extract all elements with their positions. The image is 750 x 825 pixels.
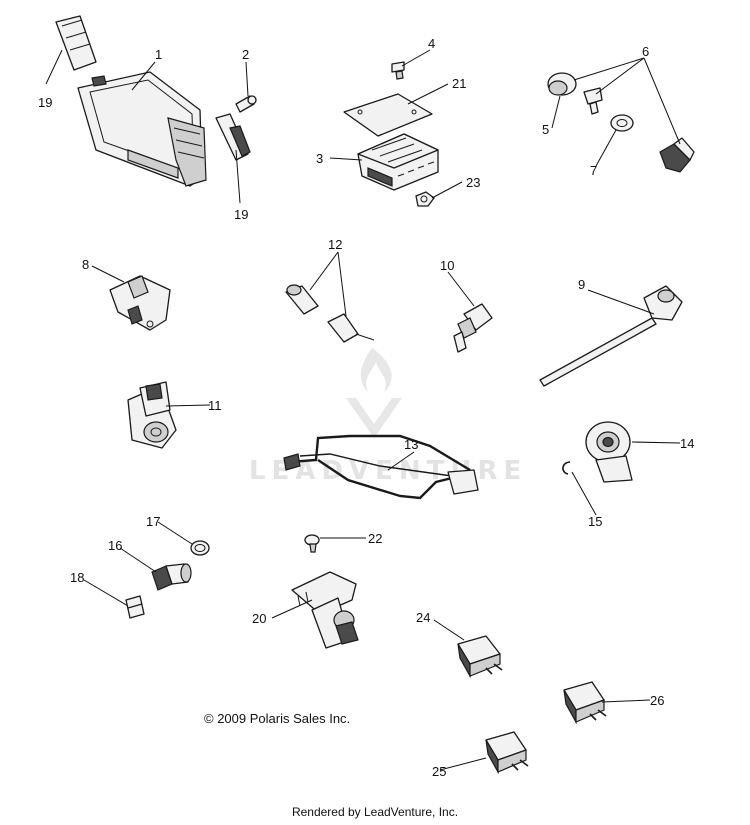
part-17-o-ring xyxy=(190,540,210,556)
callout-3: 3 xyxy=(316,151,323,166)
part-9-rod-sensor xyxy=(539,285,683,387)
part-4-screw xyxy=(391,61,405,80)
callout-25: 25 xyxy=(432,764,446,779)
callout-18: 18 xyxy=(70,570,84,585)
part-19-bracket-right xyxy=(215,113,251,161)
callout-24: 24 xyxy=(416,610,430,625)
part-11-throttle-position-sensor xyxy=(127,381,177,449)
part-20-injector-assembly xyxy=(291,571,359,649)
callout-labels: 19 1 2 19 4 21 3 23 6 5 7 8 12 10 9 11 1… xyxy=(38,36,694,779)
part-21-cover-plate xyxy=(343,93,433,137)
part-3-control-module xyxy=(357,133,439,191)
part-19-bracket-left xyxy=(55,15,97,71)
part-10-temperature-sensor xyxy=(453,303,493,353)
part-7-washer xyxy=(610,114,634,132)
callout-26: 26 xyxy=(650,693,664,708)
part-6-bracket xyxy=(583,87,603,115)
leader-lines xyxy=(45,49,681,771)
callout-16: 16 xyxy=(108,538,122,553)
watermark-v-icon xyxy=(346,398,402,438)
part-8-map-sensor xyxy=(109,275,171,331)
callout-14: 14 xyxy=(680,436,694,451)
part-1-ecu-module xyxy=(77,71,207,187)
part-26-relay xyxy=(563,681,607,725)
callout-2: 2 xyxy=(242,47,249,62)
callout-19: 19 xyxy=(38,95,52,110)
part-16-speed-sensor xyxy=(151,563,192,591)
part-22-screw xyxy=(304,534,320,553)
part-5-cap xyxy=(547,72,577,96)
callout-6: 6 xyxy=(642,44,649,59)
callout-17: 17 xyxy=(146,514,160,529)
callout-9: 9 xyxy=(578,277,585,292)
callout-15: 15 xyxy=(588,514,602,529)
part-13-wire-harness xyxy=(283,434,479,500)
part-6-sensor xyxy=(659,137,695,173)
callout-19-right: 19 xyxy=(234,207,248,222)
callout-1: 1 xyxy=(155,47,162,62)
callout-12: 12 xyxy=(328,237,342,252)
part-25-relay xyxy=(485,731,529,775)
callout-13: 13 xyxy=(404,437,418,452)
callout-22: 22 xyxy=(368,531,382,546)
callout-4: 4 xyxy=(428,36,435,51)
callout-7: 7 xyxy=(590,163,597,178)
callout-5: 5 xyxy=(542,122,549,137)
callout-10: 10 xyxy=(440,258,454,273)
part-2-screw xyxy=(235,95,257,113)
callout-20: 20 xyxy=(252,611,266,626)
callout-21: 21 xyxy=(452,76,466,91)
callout-11: 11 xyxy=(208,398,222,413)
callout-8: 8 xyxy=(82,257,89,272)
part-15-clip xyxy=(562,461,571,475)
copyright-notice: © 2009 Polaris Sales Inc. xyxy=(204,711,351,726)
part-14-knock-sensor xyxy=(585,421,633,483)
part-24-relay xyxy=(457,635,503,679)
part-23-nut xyxy=(415,191,435,207)
watermark-flame-icon xyxy=(360,348,392,392)
part-18-bolt xyxy=(125,595,145,619)
part-12-sensor-pair xyxy=(285,284,375,343)
callout-23: 23 xyxy=(466,175,480,190)
rendered-by-footer: Rendered by LeadVenture, Inc. xyxy=(291,805,459,819)
